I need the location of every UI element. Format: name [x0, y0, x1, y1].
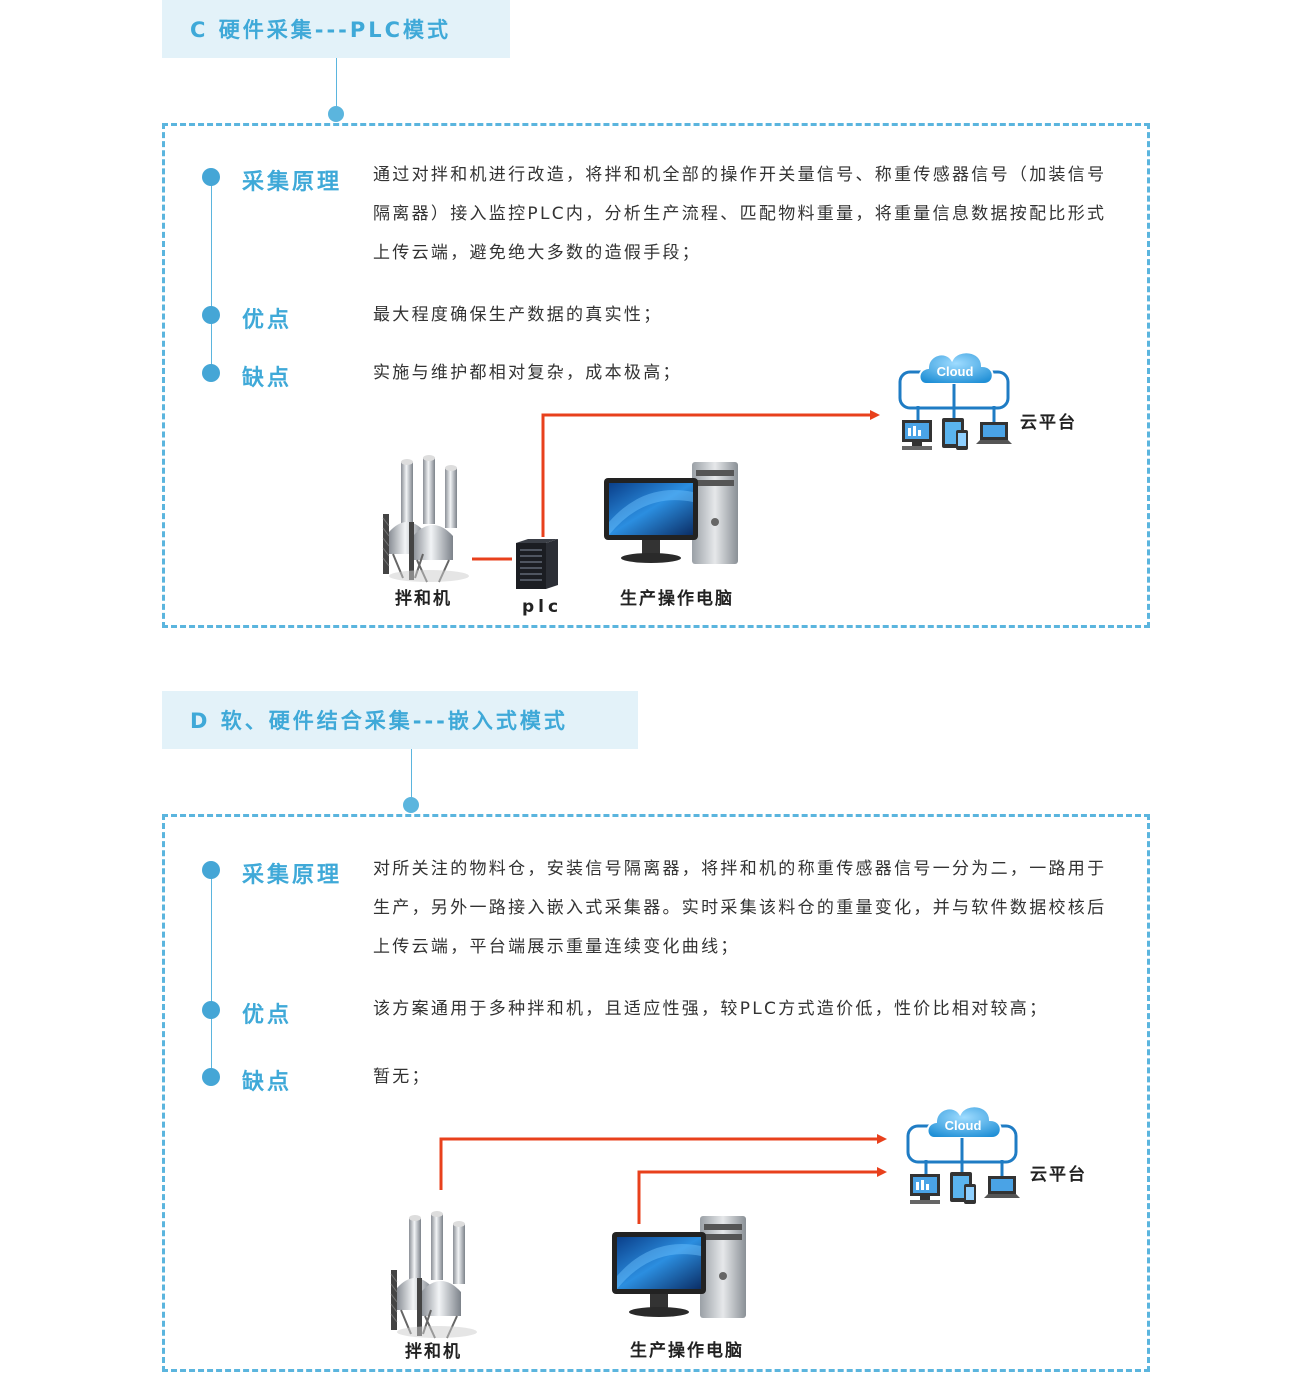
section-d-pros-text: 该方案通用于多种拌和机，且适应性强，较PLC方式造价低，性价比相对较高；	[373, 999, 1049, 1019]
section-c-pros-label: 优点	[242, 308, 293, 333]
pc-to-cloud-arrow	[637, 1167, 887, 1224]
section-c-panel	[162, 123, 1150, 628]
section-d-pros-bullet	[202, 1001, 220, 1019]
section-d-principle-text: 对所关注的物料仓，安装信号隔离器，将拌和机的称重传感器信号一分为二，一路用于生产…	[373, 859, 1107, 957]
section-c-timeline	[211, 177, 212, 373]
section-d-connector-line	[411, 749, 412, 799]
section-c-cons-text: 实施与维护都相对复杂，成本极高；	[373, 363, 682, 383]
section-c-pc-caption: 生产操作电脑	[620, 589, 734, 609]
section-d-mixer-image	[386, 1210, 478, 1340]
section-d-cons-text: 暂无；	[373, 1067, 431, 1087]
section-c-cons-label: 缺点	[242, 366, 293, 391]
section-c-pros-text: 最大程度确保生产数据的真实性；	[373, 305, 663, 325]
section-c-mixer-caption: 拌和机	[395, 589, 452, 609]
section-d-pc-caption: 生产操作电脑	[630, 1341, 744, 1361]
section-d-connector-dot	[403, 797, 419, 813]
section-d-panel	[162, 814, 1150, 1372]
section-c-diagram-links	[472, 410, 880, 561]
section-d-title: D 软、硬件结合采集---嵌入式模式	[190, 709, 568, 733]
section-c-connector-dot	[328, 106, 344, 122]
section-c-principle-label: 采集原理	[242, 170, 343, 195]
section-d-cloud-caption: 云平台	[1030, 1165, 1087, 1185]
section-d-pc-image	[612, 1216, 752, 1326]
section-c-title-tab: C 硬件采集---PLC模式	[162, 0, 510, 58]
section-d-cons-bullet	[202, 1068, 220, 1086]
section-c-principle-bullet	[202, 168, 220, 186]
mixer-to-cloud-arrow	[439, 1134, 887, 1190]
plc-to-cloud-arrow	[541, 410, 880, 537]
section-d-timeline	[211, 870, 212, 1078]
section-c-principle-text: 通过对拌和机进行改造，将拌和机全部的操作开关量信号、称重传感器信号（加装信号隔离…	[373, 165, 1107, 263]
section-c-cloud-caption: 云平台	[1020, 413, 1077, 433]
section-c-title: C 硬件采集---PLC模式	[190, 18, 452, 42]
section-d-principle-label: 采集原理	[242, 863, 343, 888]
section-d-title-tab: D 软、硬件结合采集---嵌入式模式	[162, 691, 638, 749]
section-d-cons-label: 缺点	[242, 1070, 293, 1095]
section-c-connector-line	[336, 58, 337, 108]
section-c-cons-bullet	[202, 364, 220, 382]
section-c-plc-caption: plc	[522, 597, 563, 617]
section-c-pros-bullet	[202, 306, 220, 324]
section-d-pros-label: 优点	[242, 1003, 293, 1028]
section-d-cloud-image	[906, 1100, 1026, 1212]
section-d-principle-bullet	[202, 861, 220, 879]
section-d-mixer-caption: 拌和机	[405, 1342, 462, 1362]
